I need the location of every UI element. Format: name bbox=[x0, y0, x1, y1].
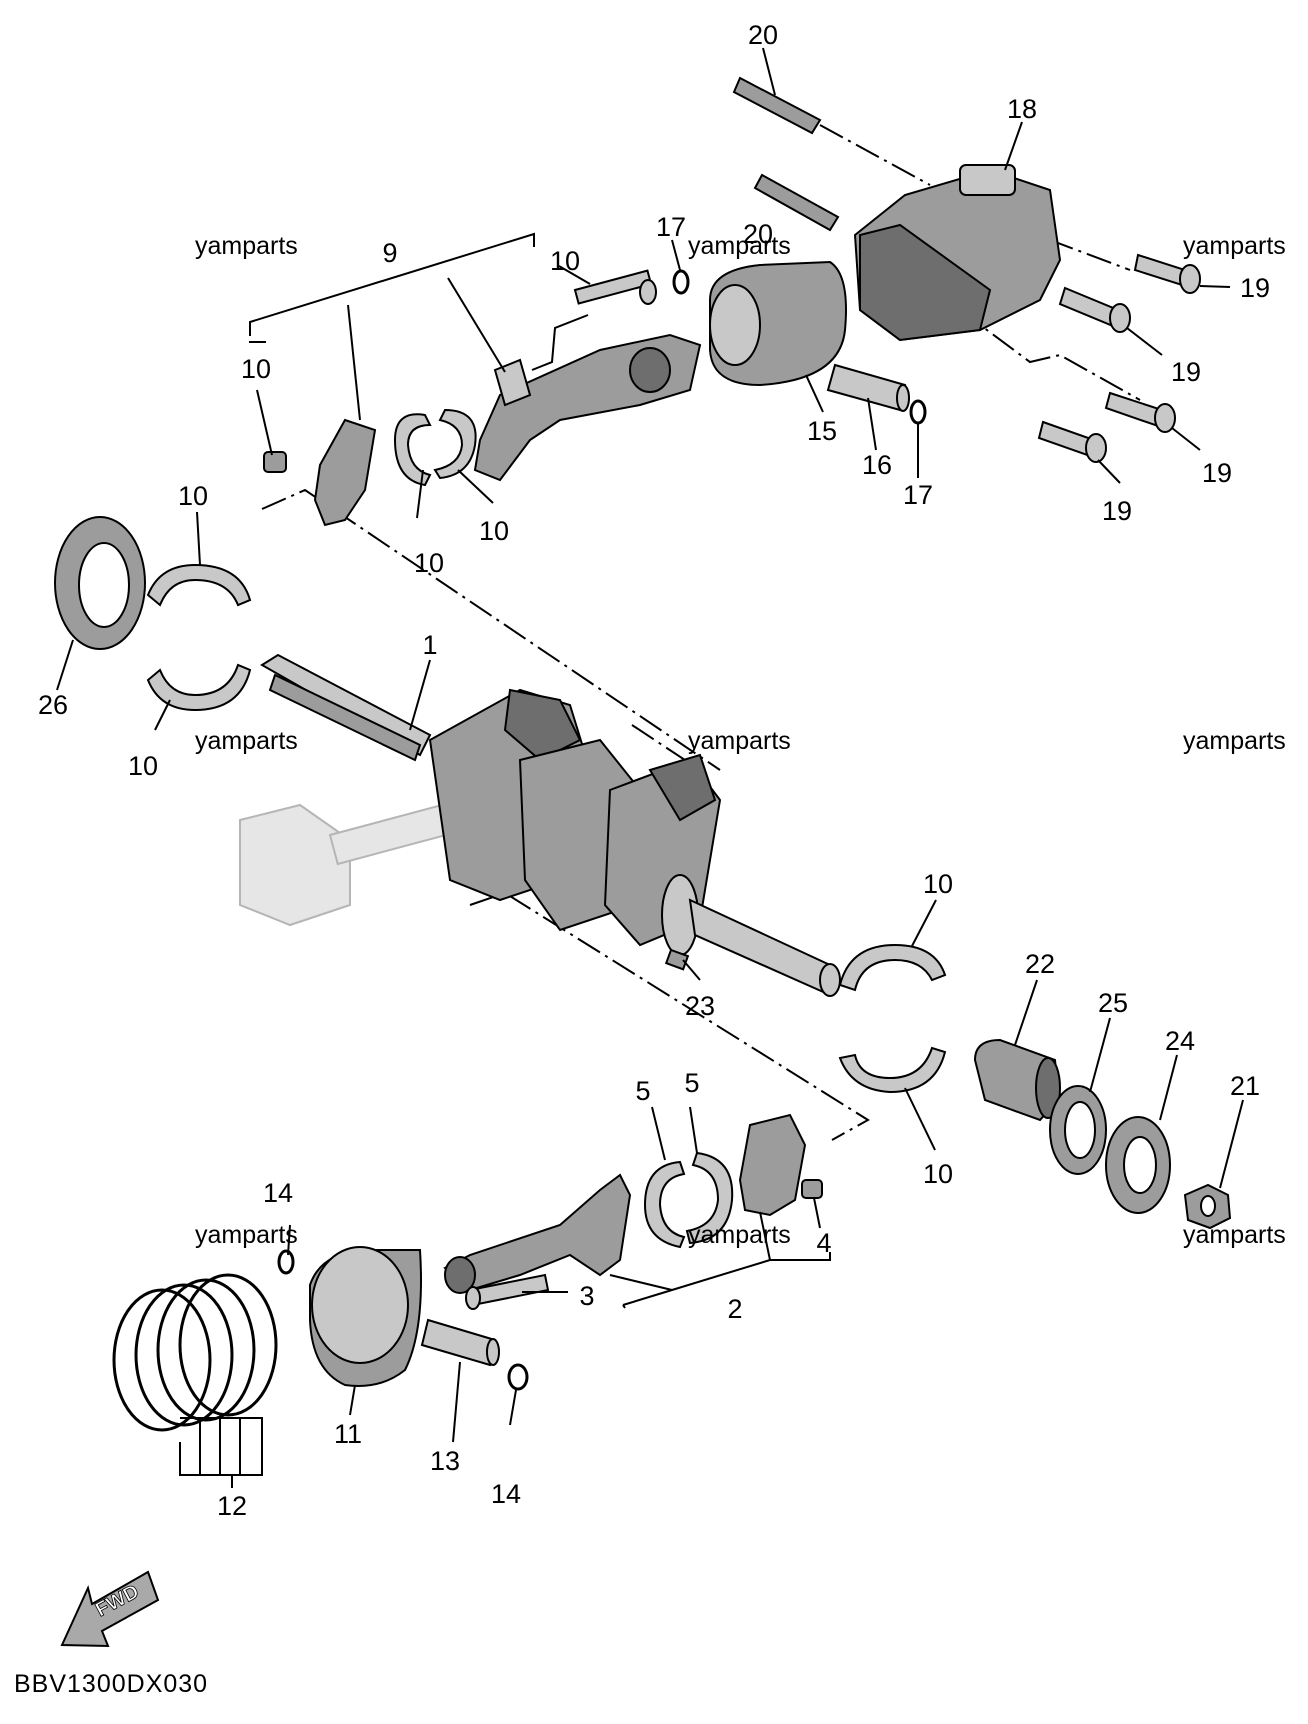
watermark-text: yamparts bbox=[195, 1221, 298, 1249]
watermark-text: yamparts bbox=[195, 727, 298, 755]
callout-4: 4 bbox=[816, 1228, 831, 1258]
callout-12: 12 bbox=[217, 1491, 247, 1521]
callout-2: 2 bbox=[727, 1294, 742, 1324]
callout-10-b: 10 bbox=[128, 751, 158, 781]
callout-26: 26 bbox=[38, 690, 68, 720]
callout-17: 17 bbox=[656, 212, 686, 242]
watermark-text: yamparts bbox=[1183, 727, 1286, 755]
callout-20: 20 bbox=[748, 20, 778, 50]
callout-25: 25 bbox=[1098, 988, 1128, 1018]
callouts: 20 18 17 20 9 10 10 15 16 17 19 19 19 19… bbox=[38, 20, 1270, 1521]
right-bearings-parts bbox=[838, 943, 1232, 1230]
piston-rings bbox=[112, 1273, 278, 1432]
callout-9-b: 10 bbox=[414, 548, 444, 578]
crankshaft bbox=[239, 653, 841, 997]
cylinder-bolts bbox=[1037, 253, 1201, 463]
watermarks: yamparts yamparts yamparts yamparts yamp… bbox=[195, 232, 1286, 1249]
callout-15: 15 bbox=[807, 416, 837, 446]
callout-20-b: 20 bbox=[743, 219, 773, 249]
callout-19-b: 19 bbox=[1171, 357, 1201, 387]
watermark-text: yamparts bbox=[1183, 1221, 1286, 1249]
callout-8: 10 bbox=[241, 354, 271, 384]
callout-14-a: 14 bbox=[263, 1178, 293, 1208]
lower-piston bbox=[112, 1246, 529, 1432]
callout-19-a: 19 bbox=[1240, 273, 1270, 303]
callout-10-a: 10 bbox=[178, 481, 208, 511]
callout-5-b: 5 bbox=[684, 1068, 699, 1098]
callout-21: 21 bbox=[1230, 1071, 1260, 1101]
leader-lines bbox=[56, 47, 1244, 1488]
callout-5-a: 5 bbox=[635, 1076, 650, 1106]
callout-3: 3 bbox=[579, 1281, 594, 1311]
callout-19-c: 19 bbox=[1202, 458, 1232, 488]
fwd-arrow-icon: FWD bbox=[60, 1570, 160, 1648]
callout-10-d: 10 bbox=[923, 1159, 953, 1189]
lower-conrod-assembly bbox=[443, 1113, 823, 1310]
watermark-text: yamparts bbox=[688, 232, 791, 260]
callout-14-b: 14 bbox=[491, 1479, 521, 1509]
callout-6: 9 bbox=[382, 238, 397, 268]
watermark-text: yamparts bbox=[195, 232, 298, 260]
callout-22: 22 bbox=[1025, 949, 1055, 979]
callout-10-c: 10 bbox=[923, 869, 953, 899]
left-bearings-seal bbox=[54, 516, 252, 712]
callout-23: 23 bbox=[685, 991, 715, 1021]
callout-13: 13 bbox=[430, 1446, 460, 1476]
callout-18: 18 bbox=[1007, 94, 1037, 124]
watermark-text: yamparts bbox=[688, 727, 791, 755]
watermark-text: yamparts bbox=[688, 1221, 791, 1249]
callout-9-a: 10 bbox=[479, 516, 509, 546]
watermark-text: yamparts bbox=[1183, 232, 1286, 260]
callout-16: 16 bbox=[862, 450, 892, 480]
callout-17-b: 17 bbox=[903, 480, 933, 510]
callout-7: 10 bbox=[550, 246, 580, 276]
callout-24: 24 bbox=[1165, 1026, 1195, 1056]
diagram-code: BBV1300DX030 bbox=[14, 1670, 208, 1698]
callout-1: 1 bbox=[422, 630, 437, 660]
upper-conrod-assembly bbox=[263, 269, 702, 527]
callout-19-d: 19 bbox=[1102, 496, 1132, 526]
callout-11: 11 bbox=[334, 1419, 362, 1449]
upper-piston-cylinder bbox=[672, 76, 1201, 463]
